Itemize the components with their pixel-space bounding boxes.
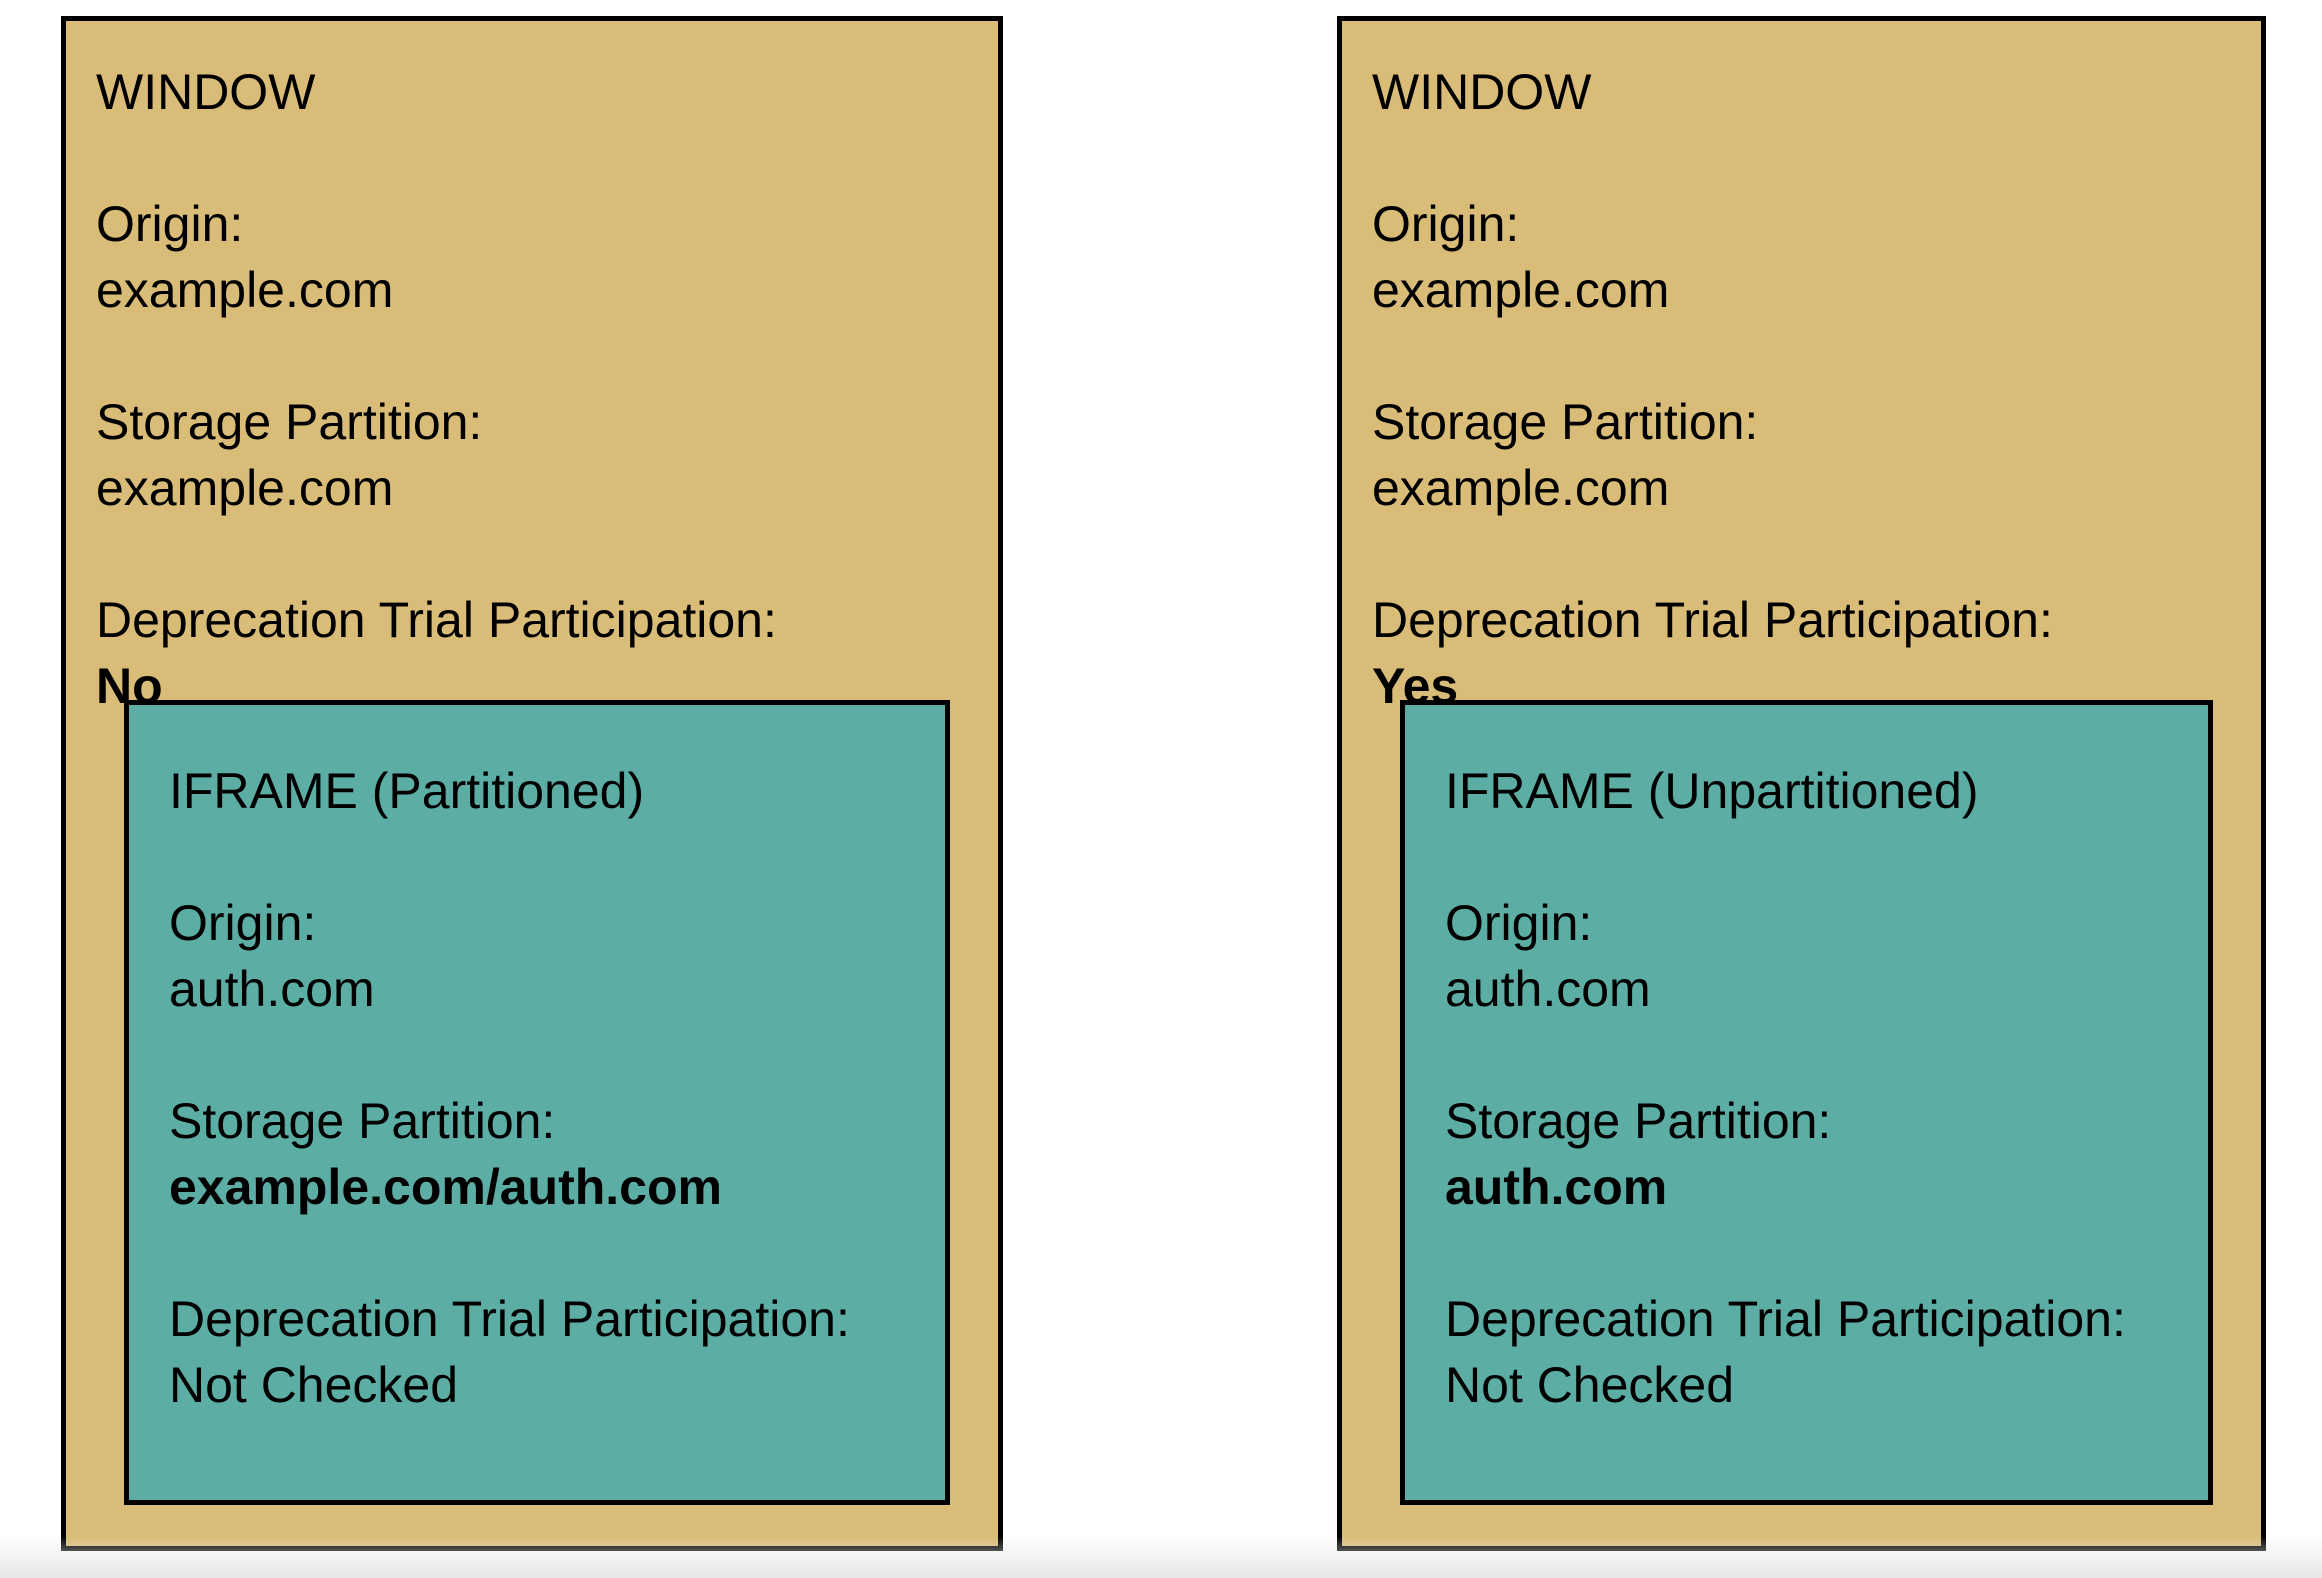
spacer: [1445, 1220, 2184, 1286]
spacer: [1445, 824, 2184, 890]
storage-partition-value: example.com: [1372, 460, 1670, 516]
iframe-storage-partition-value: example.com/auth.com: [169, 1159, 722, 1215]
spacer: [96, 125, 970, 191]
iframe-title: IFRAME (Partitioned): [169, 763, 645, 819]
storage-partition-label: Storage Partition:: [96, 394, 483, 450]
spacer: [169, 1220, 921, 1286]
iframe-box-partitioned: IFRAME (Partitioned) Origin: auth.com St…: [124, 700, 950, 1505]
iframe-deprecation-trial-value: Not Checked: [169, 1357, 459, 1413]
spacer: [169, 1022, 921, 1088]
spacer: [96, 521, 970, 587]
spacer: [1372, 323, 2233, 389]
iframe-title: IFRAME (Unpartitioned): [1445, 763, 1979, 819]
origin-value: example.com: [96, 262, 394, 318]
iframe-storage-partition-value: auth.com: [1445, 1159, 1668, 1215]
spacer: [96, 323, 970, 389]
storage-partition-value: example.com: [96, 460, 394, 516]
spacer: [1372, 521, 2233, 587]
iframe-deprecation-trial-label: Deprecation Trial Participation:: [1445, 1291, 2126, 1347]
iframe-storage-partition-label: Storage Partition:: [1445, 1093, 1832, 1149]
window-title: WINDOW: [96, 64, 316, 120]
spacer: [1372, 125, 2233, 191]
iframe-origin-label: Origin:: [169, 895, 317, 951]
origin-label: Origin:: [96, 196, 244, 252]
window-panel-unpartitioned: WINDOW Origin: example.com Storage Parti…: [1337, 16, 2266, 1551]
spacer: [1445, 1022, 2184, 1088]
origin-value: example.com: [1372, 262, 1670, 318]
iframe-deprecation-trial-value: Not Checked: [1445, 1357, 1735, 1413]
spacer: [169, 824, 921, 890]
origin-label: Origin:: [1372, 196, 1520, 252]
iframe-deprecation-trial-label: Deprecation Trial Participation:: [169, 1291, 850, 1347]
deprecation-trial-label: Deprecation Trial Participation:: [1372, 592, 2053, 648]
window-panel-partitioned: WINDOW Origin: example.com Storage Parti…: [61, 16, 1003, 1551]
iframe-origin-value: auth.com: [169, 961, 375, 1017]
deprecation-trial-label: Deprecation Trial Participation:: [96, 592, 777, 648]
iframe-storage-partition-label: Storage Partition:: [169, 1093, 556, 1149]
storage-partition-label: Storage Partition:: [1372, 394, 1759, 450]
window-title: WINDOW: [1372, 64, 1592, 120]
iframe-box-unpartitioned: IFRAME (Unpartitioned) Origin: auth.com …: [1400, 700, 2213, 1505]
iframe-origin-label: Origin:: [1445, 895, 1593, 951]
iframe-origin-value: auth.com: [1445, 961, 1651, 1017]
